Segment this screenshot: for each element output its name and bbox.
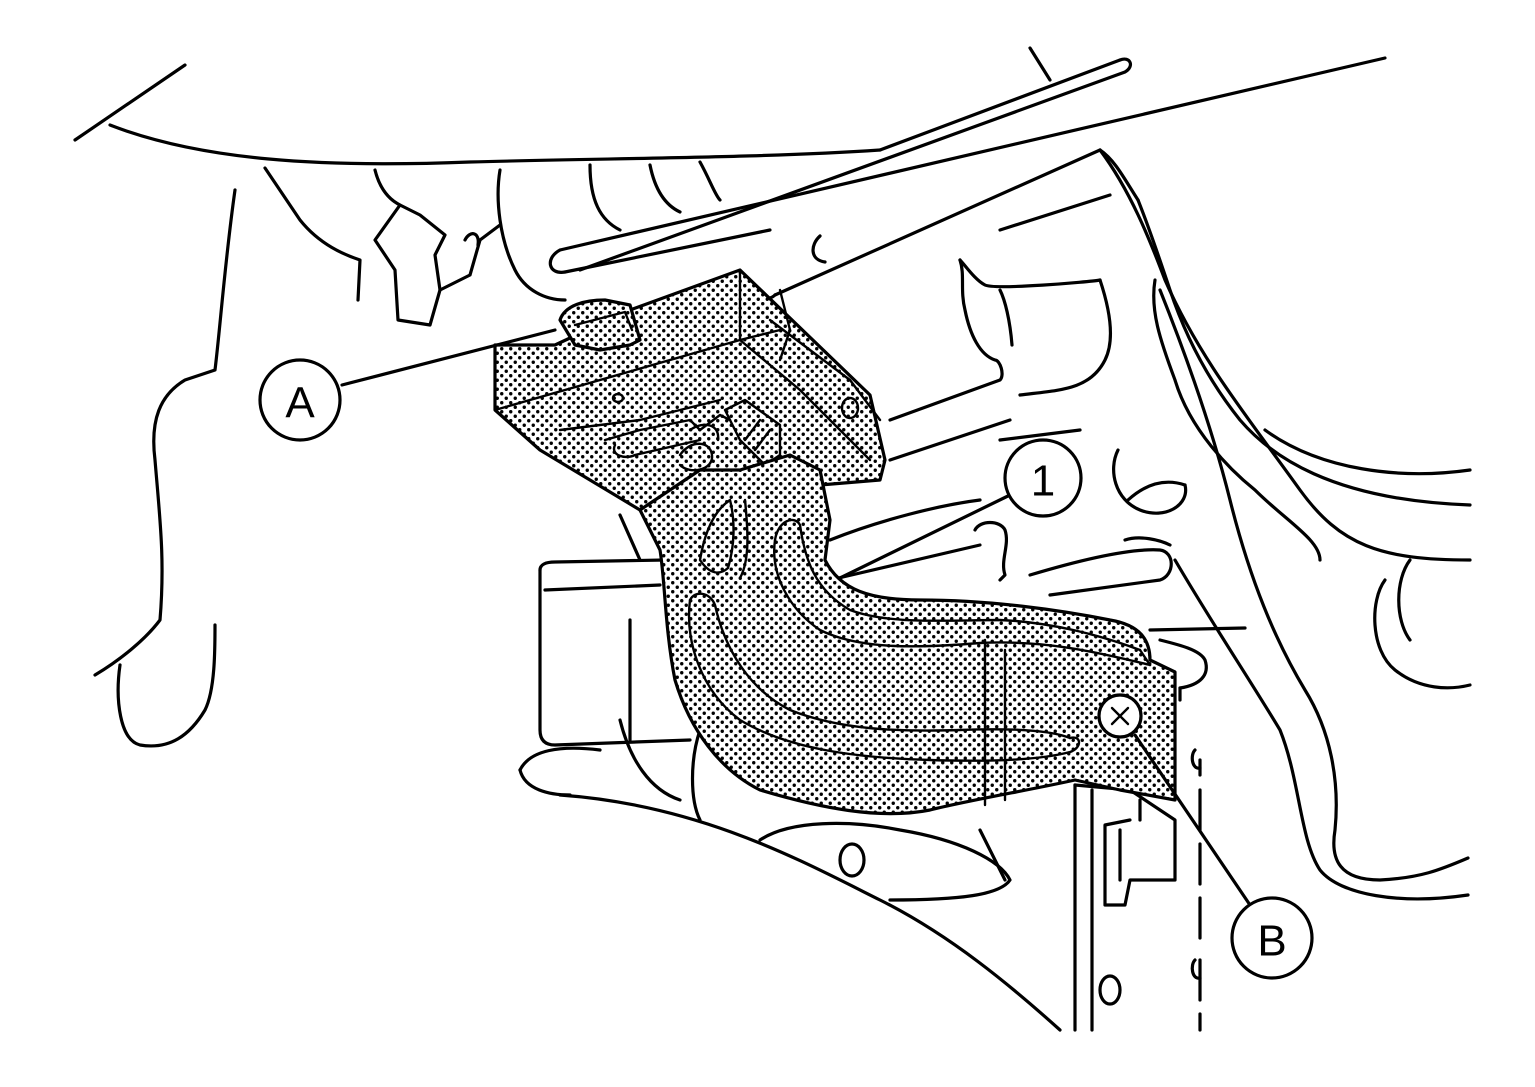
bolt-b	[1097, 693, 1143, 739]
callout-1-label: 1	[1031, 457, 1055, 506]
callout-a-label: A	[285, 379, 315, 428]
callout-a: A	[258, 358, 342, 442]
callout-b: B	[1230, 896, 1314, 980]
vehicle-structure-lines	[73, 46, 1472, 1032]
callout-1: 1	[1003, 438, 1083, 518]
callout-b-label: B	[1257, 917, 1286, 966]
shaded-component	[493, 268, 1177, 816]
leader-lines	[340, 328, 1252, 907]
